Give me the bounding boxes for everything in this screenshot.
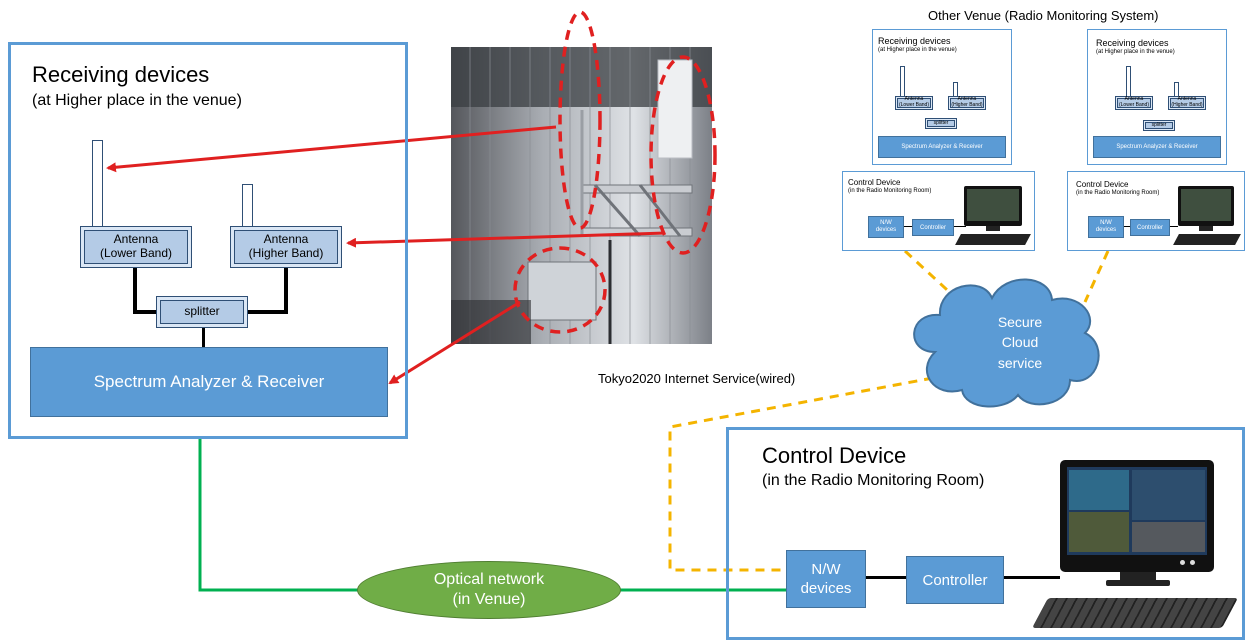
other-analyzer-left: Spectrum Analyzer & Receiver (878, 136, 1006, 158)
other-nw-label1-left: N/W (880, 220, 892, 227)
cloud-label-line1: Secure (997, 314, 1043, 330)
other-receiving-title-left: Receiving devices (878, 36, 951, 46)
other-receiving-subtitle-left: (at Higher place in the venue) (878, 47, 957, 53)
highlight-higher-antenna (649, 55, 717, 255)
other-antenna-lower-band-right: (Lower Band) (1118, 102, 1149, 108)
other-antenna-higher-left: Antenna(Higher Band) (948, 96, 986, 110)
control-title: Control Device (762, 443, 907, 468)
wire-higher-h (246, 310, 286, 314)
receiving-devices-frame (8, 42, 408, 439)
other-controller-label-left: Controller (919, 224, 946, 231)
antenna-higher-band-label: (Higher Band) (248, 246, 324, 260)
other-control-subtitle-right: (in the Radio Monitoring Room) (1076, 190, 1160, 196)
nw-devices-label1: N/W (811, 560, 841, 578)
other-antenna-lower-band-left: (Lower Band) (898, 102, 929, 108)
other-splitter-label-left: splitter (933, 119, 949, 126)
nw-devices-box: N/W devices (786, 550, 866, 608)
other-keyboard-icon-right (1173, 234, 1241, 245)
other-monitor-icon-left (964, 186, 1024, 232)
other-receiving-title-right: Receiving devices (1096, 38, 1169, 48)
other-antenna-higher-band-left: (Higher Band) (951, 102, 983, 108)
other-controller-label-right: Controller (1136, 224, 1163, 231)
other-mast-lower-left (900, 66, 905, 98)
antenna-higher-band: Antenna (Higher Band) (230, 226, 342, 268)
other-splitter-label-right: splitter (1151, 121, 1167, 128)
analyzer-label: Spectrum Analyzer & Receiver (93, 372, 325, 391)
other-nw-label2-left: devices (875, 227, 897, 233)
other-antenna-lower-label-right: Antenna (1124, 96, 1144, 103)
internet-service-label: Tokyo2020 Internet Service(wired) (598, 371, 796, 386)
other-mast-lower-right (1126, 66, 1131, 98)
other-controller-right: Controller (1130, 219, 1170, 236)
other-analyzer-right: Spectrum Analyzer & Receiver (1093, 136, 1221, 158)
antenna-lower-label: Antenna (113, 232, 159, 247)
other-antenna-lower-left: Antenna(Lower Band) (895, 96, 933, 110)
optical-network-sublabel: (in Venue) (452, 591, 526, 608)
cloud-label: Secure Cloud service (980, 312, 1060, 373)
optical-network-label: Optical network (433, 571, 545, 588)
other-keyboard-icon-left (955, 234, 1031, 245)
other-analyzer-label-left: Spectrum Analyzer & Receiver (901, 144, 983, 150)
nw-devices-label2: devices (800, 580, 852, 597)
cloud-link-b (1083, 250, 1110, 303)
wire-lower (133, 268, 137, 314)
optical-network-ellipse: Optical network (in Venue) (357, 561, 621, 619)
wire-analyzer (202, 328, 205, 348)
cloud-shape (913, 278, 1100, 408)
lower-antenna-mast (92, 140, 103, 228)
receiving-subtitle: (at Higher place in the venue) (32, 92, 242, 109)
wire-higher (284, 268, 288, 314)
other-splitter-right: splitter (1143, 120, 1175, 131)
splitter-label: splitter (184, 304, 220, 319)
antenna-higher-label: Antenna (263, 232, 309, 247)
arrow-to-analyzer (388, 300, 521, 385)
other-antenna-higher-band-right: (Higher Band) (1171, 102, 1203, 108)
controller-label: Controller (922, 571, 988, 589)
other-analyzer-label-right: Spectrum Analyzer & Receiver (1116, 144, 1198, 150)
antenna-lower-band: Antenna (Lower Band) (80, 226, 192, 268)
computer-monitor-icon (1060, 460, 1220, 590)
other-nw-label1-right: N/W (1100, 220, 1112, 227)
receiving-title: Receiving devices (32, 62, 210, 87)
other-antenna-lower-label-left: Antenna (904, 96, 924, 103)
antenna-lower-band-label: (Lower Band) (99, 246, 173, 260)
other-control-title-right: Control Device (1076, 180, 1129, 189)
cloud-link-a (903, 249, 960, 302)
other-control-subtitle-left: (in the Radio Monitoring Room) (848, 188, 932, 194)
control-device-frame (726, 427, 1245, 640)
highlight-analyzer (513, 246, 607, 334)
other-splitter-left: splitter (925, 118, 957, 129)
other-monitor-icon-right (1178, 186, 1238, 232)
higher-antenna-mast (242, 184, 253, 228)
spectrum-analyzer-receiver: Spectrum Analyzer & Receiver (30, 347, 388, 417)
other-control-title-left: Control Device (848, 178, 901, 187)
controller-box: Controller (906, 556, 1004, 604)
cloud-label-line2: Cloud (1001, 334, 1039, 351)
installation-photo (451, 47, 712, 344)
arrow-to-higher-antenna (346, 231, 666, 248)
wire-controller-monitor (1004, 576, 1060, 579)
control-subtitle: (in the Radio Monitoring Room) (762, 472, 985, 489)
highlight-lower-antenna (558, 10, 602, 230)
other-antenna-higher-label-left: Antenna (957, 96, 977, 103)
other-receiving-subtitle-right: (at Higher place in the venue) (1096, 49, 1175, 55)
wire-lower-h (133, 310, 157, 314)
cloud-label-line3: service (997, 354, 1043, 371)
other-antenna-higher-label-right: Antenna (1177, 96, 1197, 103)
keyboard-icon (1032, 598, 1238, 628)
arrow-to-lower-antenna (106, 125, 557, 173)
other-controller-left: Controller (912, 219, 954, 236)
wire-nw-controller (866, 576, 908, 579)
other-venue-title: Other Venue (Radio Monitoring System) (928, 8, 1159, 23)
optical-link-left (198, 438, 358, 592)
other-nw-label2-right: devices (1095, 227, 1117, 233)
other-antenna-higher-right: Antenna(Higher Band) (1168, 96, 1206, 110)
other-antenna-lower-right: Antenna(Lower Band) (1115, 96, 1153, 110)
splitter-box: splitter (156, 296, 248, 328)
